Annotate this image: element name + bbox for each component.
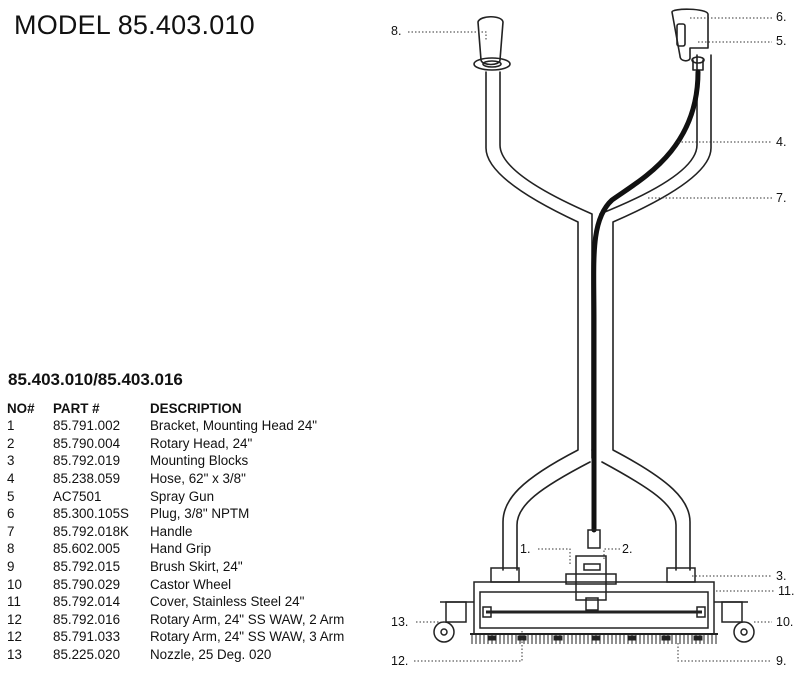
part-number-index: 13 [7, 647, 22, 663]
mounting-block-right [666, 567, 696, 583]
callout-7: 7. [776, 191, 786, 205]
part-description: Nozzle, 25 Deg. 020 [150, 647, 272, 663]
hand-grip [473, 15, 511, 71]
part-number: AC7501 [53, 488, 102, 504]
callout-9: 9. [776, 654, 786, 668]
parts-row: 1 85.791.002 Bracket, Mounting Head 24" [7, 417, 344, 435]
part-description: Spray Gun [150, 488, 215, 504]
parts-row: 4 85.238.059 Hose, 62" x 3/8" [7, 470, 344, 488]
part-description: Hose, 62" x 3/8" [150, 471, 246, 487]
part-number: 85.225.020 [53, 647, 121, 663]
parts-row: 5 AC7501 Spray Gun [7, 487, 344, 505]
part-number-index: 6 [7, 506, 15, 522]
stainless-cover [473, 581, 715, 635]
part-description: Mounting Blocks [150, 453, 249, 469]
parts-row: 9 85.792.015 Brush Skirt, 24" [7, 558, 344, 576]
hose-fitting [587, 529, 601, 549]
column-header-description: DESCRIPTION [150, 401, 242, 416]
column-header-part: PART # [53, 401, 100, 416]
handle-left-tube [485, 71, 579, 571]
part-description: Bracket, Mounting Head 24" [150, 418, 318, 434]
leader-12 [414, 630, 523, 662]
part-number-index: 3 [7, 453, 15, 469]
part-number: 85.792.018K [53, 523, 129, 539]
castor-wheel-right [714, 601, 755, 643]
parts-row: 8 85.602.005 Hand Grip [7, 540, 344, 558]
callout-2: 2. [622, 542, 632, 556]
callout-10: 10. [776, 615, 793, 629]
brush-skirt [470, 633, 718, 644]
mounting-bracket [565, 573, 617, 585]
leader-8 [408, 31, 487, 40]
part-number: 85.602.005 [53, 541, 121, 557]
callout-4: 4. [776, 135, 786, 149]
part-description: Rotary Head, 24" [150, 435, 253, 451]
part-number-index: 7 [7, 523, 15, 539]
part-description: Castor Wheel [150, 576, 232, 592]
part-number-index: 12 [7, 629, 22, 645]
part-number: 85.790.029 [53, 576, 121, 592]
parts-table-header: NO# PART # DESCRIPTION [7, 400, 344, 417]
part-number: 85.791.033 [53, 629, 121, 645]
hose [591, 69, 701, 533]
part-number: 85.300.105S [53, 506, 129, 522]
part-number-index: 10 [7, 576, 22, 592]
parts-list-title: 85.403.010/85.403.016 [8, 370, 183, 389]
callout-5: 5. [776, 34, 786, 48]
parts-row: 13 85.225.020 Nozzle, 25 Deg. 020 [7, 646, 344, 664]
callout-3: 3. [776, 569, 786, 583]
part-number-index: 1 [7, 418, 15, 434]
rotary-head [575, 555, 607, 601]
callout-13: 13. [391, 615, 408, 629]
parts-row: 6 85.300.105S Plug, 3/8" NPTM [7, 505, 344, 523]
parts-table: NO# PART # DESCRIPTION 1 85.791.002 Bracke… [7, 400, 344, 663]
part-number: 85.791.002 [53, 418, 121, 434]
part-number: 85.790.004 [53, 435, 121, 451]
part-number: 85.238.059 [53, 471, 121, 487]
castor-wheel-left [433, 601, 474, 643]
part-number-index: 11 [7, 594, 21, 610]
part-description: Rotary Arm, 24" SS WAW, 3 Arm [150, 629, 345, 645]
callout-11: 11. [778, 584, 794, 598]
column-header-no: NO# [7, 401, 35, 416]
part-description: Plug, 3/8" NPTM [150, 506, 250, 522]
part-number-index: 4 [7, 471, 15, 487]
part-number: 85.792.014 [53, 594, 121, 610]
part-description: Handle [150, 523, 193, 539]
handle-right-tube [612, 54, 712, 571]
callout-12: 12. [391, 654, 408, 668]
callout-6: 6. [776, 10, 786, 24]
part-number: 85.792.019 [53, 453, 121, 469]
part-description: Rotary Arm, 24" SS WAW, 2 Arm [150, 611, 345, 627]
callout-8: 8. [391, 24, 401, 38]
part-description: Brush Skirt, 24" [150, 559, 243, 575]
leader-9 [677, 643, 772, 662]
model-title: MODEL 85.403.010 [14, 10, 255, 40]
parts-row: 11 85.792.014 Cover, Stainless Steel 24" [7, 593, 344, 611]
parts-row: 7 85.792.018K Handle [7, 523, 344, 541]
parts-row: 10 85.790.029 Castor Wheel [7, 575, 344, 593]
handle-right-tube-inner [599, 54, 698, 215]
part-number-index: 8 [7, 541, 15, 557]
part-description: Hand Grip [150, 541, 212, 557]
part-number-index: 2 [7, 435, 15, 451]
part-description: Cover, Stainless Steel 24" [150, 594, 305, 610]
leader-1 [538, 548, 571, 566]
handle-left-tube-inner [499, 71, 593, 451]
parts-row: 2 85.790.004 Rotary Head, 24" [7, 435, 344, 453]
nozzle [487, 635, 497, 641]
parts-row: 12 85.792.016 Rotary Arm, 24" SS WAW, 2 Ar… [7, 611, 344, 629]
callout-1: 1. [520, 542, 530, 556]
parts-row: 12 85.791.033 Rotary Arm, 24" SS WAW, 3 Ar… [7, 628, 344, 646]
mounting-block-left [490, 567, 520, 583]
part-number-index: 5 [7, 488, 15, 504]
part-number: 85.792.015 [53, 559, 121, 575]
part-number: 85.792.016 [53, 611, 121, 627]
part-number-index: 12 [7, 611, 22, 627]
parts-row: 3 85.792.019 Mounting Blocks [7, 452, 344, 470]
part-number-index: 9 [7, 559, 15, 575]
